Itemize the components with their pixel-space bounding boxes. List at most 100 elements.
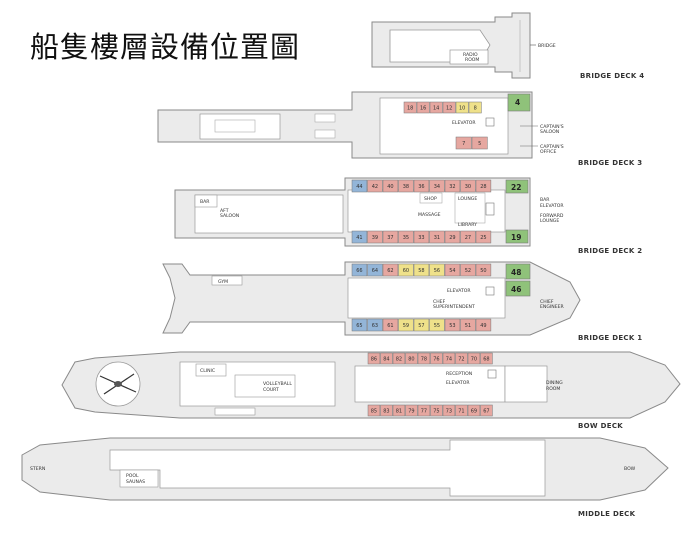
cabin-63-label: 63 [372, 323, 378, 329]
cabin-60-label: 60 [403, 268, 409, 274]
stern-label: STERN [30, 466, 45, 472]
cabin-30 [460, 179, 476, 193]
deck-label-bridge2: BRIDGE DECK 2 [578, 247, 643, 255]
elevator-label-b2: ELEVATOR [540, 203, 564, 209]
cabin-34-label: 34 [434, 184, 440, 190]
cabin-70-label: 70 [471, 356, 477, 362]
cabin-22-label: 22 [511, 183, 521, 192]
cabin-46-label: 46 [511, 285, 521, 294]
cabin-14 [429, 101, 443, 114]
cabin-30-label: 30 [465, 184, 471, 190]
cabin-84-label: 84 [383, 356, 389, 362]
cabin-29 [444, 230, 461, 244]
deck-label-middle: MIDDLE DECK [578, 510, 636, 518]
cabin-51 [460, 318, 476, 332]
cabin-18 [403, 101, 417, 114]
bow-label: BOW [624, 466, 636, 472]
captains-office-label-2: OFFICE [540, 149, 556, 155]
cabin-8 [468, 101, 482, 114]
pool-saunas-label: POOL [126, 473, 139, 479]
cabin-18-label: 18 [407, 105, 413, 111]
cabin-80-label: 80 [408, 356, 414, 362]
cabin-41-label: 41 [356, 235, 362, 241]
cabin-14-label: 14 [433, 105, 439, 111]
cabin-32-label: 32 [449, 184, 455, 190]
cabin-72 [455, 352, 468, 365]
cabin-65 [351, 318, 368, 332]
cabin-35 [398, 230, 414, 244]
cabin-16-label: 16 [420, 105, 426, 111]
cabin-12-label: 12 [446, 105, 452, 111]
cabin-44 [351, 179, 368, 193]
cabin-44-label: 44 [356, 184, 362, 190]
cabin-25-label: 25 [480, 235, 486, 241]
cabin-36 [413, 179, 430, 193]
cabin-56-label: 56 [434, 268, 440, 274]
clinic-label: CLINIC [200, 368, 215, 374]
cabin-54-label: 54 [449, 268, 455, 274]
cabin-40 [382, 179, 399, 193]
cabin-69 [467, 404, 481, 417]
cabin-12 [442, 101, 456, 114]
cabin-8-label: 8 [474, 105, 477, 111]
cabin-19 [505, 229, 529, 244]
cabin-82 [392, 352, 406, 365]
cabin-75-label: 75 [433, 408, 439, 414]
cabin-80 [405, 352, 418, 365]
cabin-38 [398, 179, 414, 193]
cabin-55 [429, 318, 445, 332]
pool-saunas-label-2: SAUNAS [126, 479, 145, 485]
cabin-60 [398, 263, 414, 277]
cabin-27 [460, 230, 476, 244]
cabin-66 [351, 263, 368, 277]
cabin-36-label: 36 [418, 184, 424, 190]
cabin-31-label: 31 [434, 235, 440, 241]
cabin-84 [380, 352, 393, 365]
volleyball-court-label-2: COURT [263, 387, 279, 393]
cabin-32 [444, 179, 461, 193]
cabin-33 [413, 230, 430, 244]
cabin-76 [430, 352, 443, 365]
elevator-label-b1: ELEVATOR [447, 288, 471, 294]
cabin-62 [382, 263, 399, 277]
elevator-label-b3: ELEVATOR [452, 120, 476, 126]
cabin-4 [507, 93, 531, 112]
cabin-35-label: 35 [403, 235, 409, 241]
cabin-53-label: 53 [449, 323, 455, 329]
cabin-79 [405, 404, 418, 417]
cabin-65-label: 65 [356, 323, 362, 329]
cabin-62-label: 62 [387, 268, 393, 274]
cabin-78-label: 78 [421, 356, 427, 362]
chef-superintendent-label: CHEF [433, 299, 446, 305]
reception-label: RECEPTION [446, 371, 472, 377]
cabin-22 [505, 179, 529, 194]
deck-label-bridge1: BRIDGE DECK 1 [578, 334, 643, 342]
cabin-10-label: 10 [459, 105, 465, 111]
shop-label: SHOP [424, 196, 437, 202]
cabin-38-label: 38 [403, 184, 409, 190]
cabin-10 [455, 101, 469, 114]
cabin-73 [442, 404, 456, 417]
cabin-85 [367, 404, 381, 417]
cabin-70 [467, 352, 481, 365]
cabin-68 [480, 352, 493, 365]
cabin-61-label: 61 [387, 323, 393, 329]
cabin-16 [416, 101, 430, 114]
captains-saloon-label-2: SALOON [540, 129, 559, 135]
cabin-28-label: 28 [480, 184, 486, 190]
cabin-79-label: 79 [408, 408, 414, 414]
cabin-67 [480, 404, 493, 417]
cabin-68-label: 68 [483, 356, 489, 362]
chief-engineer-label-2: ENGINEER [540, 304, 564, 310]
cabin-83-label: 83 [383, 408, 389, 414]
cabin-42 [367, 179, 383, 193]
cabin-73-label: 73 [446, 408, 452, 414]
cabin-77-label: 77 [421, 408, 427, 414]
cabin-61 [382, 318, 399, 332]
cabin-66-label: 66 [356, 268, 362, 274]
bar-forward-label: BAR [540, 197, 550, 203]
